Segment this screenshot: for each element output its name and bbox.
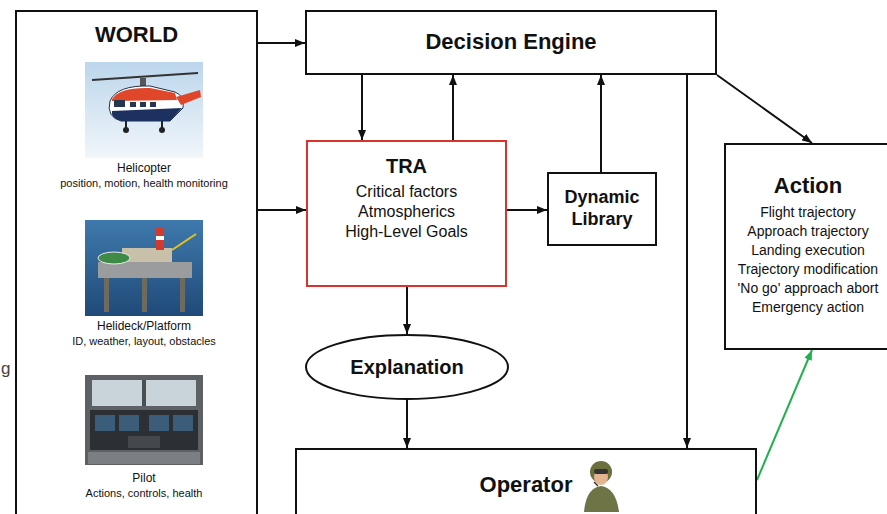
rig-leg — [142, 276, 147, 312]
rig-leg — [104, 276, 109, 312]
explanation-ellipse: Explanation — [305, 334, 509, 400]
connector-arrow — [258, 209, 306, 211]
helicopter-photo — [85, 62, 203, 158]
console — [128, 436, 160, 448]
tail-boom — [176, 90, 201, 105]
helideck — [98, 252, 130, 264]
connector-arrow — [406, 287, 408, 334]
connector-arrow — [361, 75, 363, 140]
windscreen — [92, 380, 196, 406]
stray-text: g — [1, 359, 15, 379]
connector-arrow — [717, 75, 812, 143]
rig-leg — [180, 276, 185, 312]
image-caption: position, motion, health monitoring — [29, 177, 259, 190]
pilot-face — [594, 469, 608, 485]
crane — [172, 234, 196, 250]
image-caption: Actions, controls, health — [29, 487, 259, 500]
node-title: TRA — [386, 154, 427, 179]
platform-photo — [85, 220, 203, 316]
connector-arrow — [600, 75, 602, 172]
node-item: Trajectory modification — [738, 260, 878, 279]
process-box: Decision Engine — [305, 10, 717, 75]
window — [130, 102, 136, 107]
wheel — [123, 127, 129, 133]
node-item: Atmospherics — [358, 202, 455, 222]
wheel — [159, 127, 165, 133]
library-box: Dynamic Library — [547, 172, 657, 246]
world-panel: WORLD — [15, 10, 258, 514]
fuselage-blue — [112, 108, 182, 121]
node-item: High-Level Goals — [345, 222, 468, 242]
node-item: Emergency action — [752, 298, 864, 317]
connector-arrow — [757, 350, 812, 480]
display — [119, 415, 139, 431]
fuselage — [109, 86, 183, 121]
pilot-visor — [594, 469, 608, 474]
node-title: WORLD — [95, 22, 178, 48]
image-caption: ID, weather, layout, obstacles — [29, 335, 259, 348]
pilot-body — [584, 486, 619, 512]
connector-arrow — [258, 42, 305, 44]
pilot-icon — [584, 461, 619, 512]
node-title: Action — [774, 171, 842, 201]
derrick-stripe — [156, 236, 164, 240]
window — [140, 102, 146, 107]
ellipse-shape — [306, 335, 508, 399]
image-caption: Helicopter — [29, 161, 259, 175]
operator-box: Operator — [295, 448, 757, 514]
display — [95, 415, 115, 431]
node-title: Explanation — [350, 355, 463, 379]
sky — [85, 62, 203, 158]
action-box: ActionFlight trajectoryApproach trajecto… — [724, 143, 887, 350]
window — [150, 102, 156, 107]
pilot-microphone — [594, 482, 598, 486]
node-title: Dynamic Library — [557, 187, 647, 230]
fuselage-red — [112, 88, 177, 101]
connector-arrow — [686, 75, 688, 448]
seats — [88, 452, 200, 464]
landing-gear — [161, 121, 163, 128]
connector-arrow — [507, 209, 547, 211]
tra-box: TRA Critical factorsAtmosphericsHigh-Leve… — [306, 140, 507, 287]
node-title: Operator — [480, 472, 573, 498]
image-caption: Pilot — [29, 471, 259, 485]
node-title: Decision Engine — [425, 29, 596, 55]
node-item: Critical factors — [356, 182, 457, 202]
windscreen-pillar — [142, 380, 146, 406]
landing-gear — [125, 121, 127, 128]
connector-arrow — [452, 75, 454, 140]
sea — [85, 220, 203, 316]
display — [173, 415, 193, 431]
node-item: Landing execution — [751, 241, 865, 260]
node-item: 'No go' approach abort — [738, 279, 879, 298]
cockpit-window — [114, 100, 125, 107]
image-caption: Helideck/Platform — [29, 319, 259, 333]
derrick — [156, 228, 164, 250]
node-item: Flight trajectory — [760, 203, 856, 222]
cockpit-photo — [85, 375, 203, 465]
node-item: Approach trajectory — [747, 222, 868, 241]
cockpit-frame — [85, 375, 203, 465]
instrument-panel — [90, 410, 198, 450]
connector-arrow — [406, 400, 408, 448]
display — [149, 415, 169, 431]
